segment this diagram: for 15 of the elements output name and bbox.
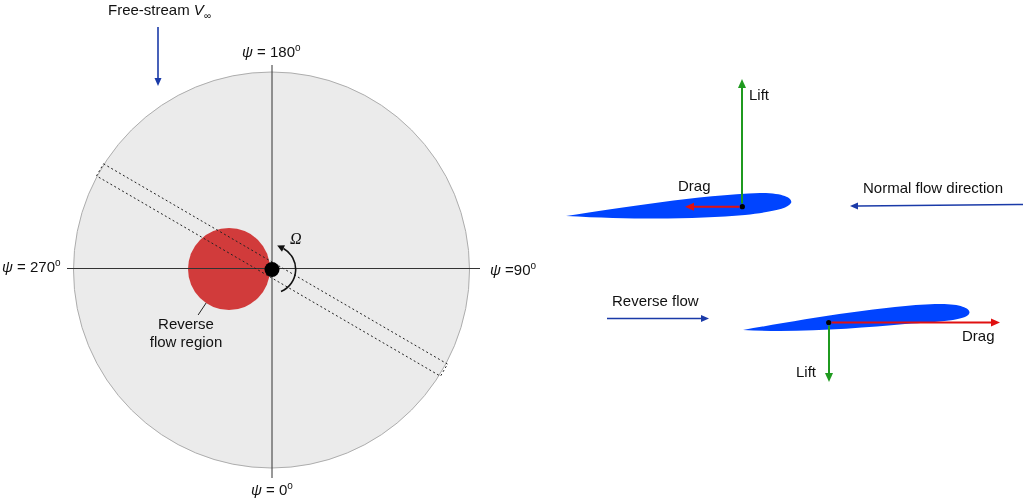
- force-label: Drag: [678, 177, 711, 195]
- azimuth-label: ψ = 0$^{o}$: [251, 481, 293, 499]
- flow-label: Normal flow direction: [863, 179, 1004, 197]
- force-label: Drag: [962, 327, 995, 345]
- reverse-flow-region: [188, 228, 270, 310]
- region-label: Reverse flow region: [147, 315, 225, 351]
- force-label: Lift: [796, 363, 816, 381]
- flow-label: Reverse flow: [612, 292, 699, 310]
- leader-line: [197, 302, 207, 316]
- azimuth-label: ψ =90$^{o}$: [490, 261, 537, 279]
- force-label: Lift: [749, 86, 769, 104]
- flow-label: Free-stream V$_{∞}$: [108, 1, 211, 19]
- rotation-label: Ω: [290, 230, 302, 248]
- azimuth-label: ψ = 180$^{o}$: [242, 43, 301, 61]
- azimuth-label: ψ = 270$^{o}$: [2, 258, 61, 276]
